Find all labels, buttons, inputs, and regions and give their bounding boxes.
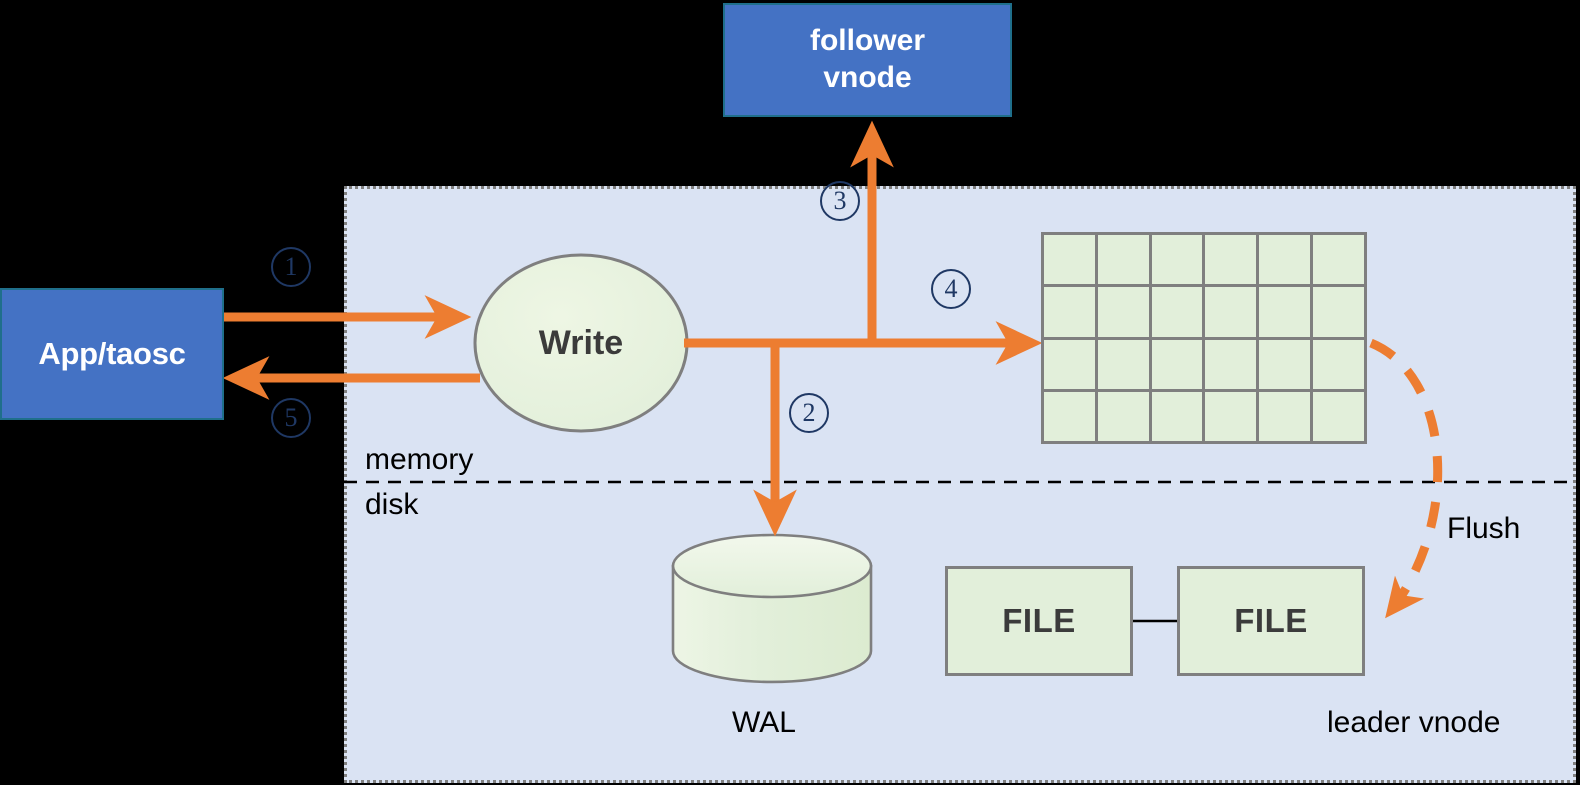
follower-vnode-label: follower vnode: [810, 23, 925, 96]
memtable-cell: [1151, 339, 1203, 389]
file-box-2-label: FILE: [1234, 602, 1308, 639]
memtable-cell: [1044, 391, 1095, 441]
follower-vnode-box[interactable]: follower vnode: [723, 3, 1012, 117]
memtable-cell: [1205, 235, 1257, 285]
memtable-cell: [1313, 235, 1364, 285]
disk-label: disk: [365, 488, 419, 521]
memtable-cell: [1151, 235, 1203, 285]
memtable-cell: [1259, 339, 1311, 389]
memtable-cell: [1151, 287, 1203, 337]
follower-vnode-label-line2: vnode: [823, 61, 912, 94]
memtable-grid[interactable]: [1041, 232, 1367, 444]
memtable-cell: [1151, 391, 1203, 441]
step-badge-5: 5: [271, 398, 311, 438]
memtable-cell: [1313, 287, 1364, 337]
memtable-cell: [1044, 339, 1095, 389]
wal-label: WAL: [732, 706, 796, 739]
step-badge-1: 1: [271, 247, 311, 287]
memtable-cell: [1044, 287, 1095, 337]
step-badge-4: 4: [931, 269, 971, 309]
follower-vnode-label-line1: follower: [809, 24, 925, 58]
memtable-cell: [1205, 339, 1257, 389]
memtable-cell: [1097, 339, 1149, 389]
memtable-cell: [1097, 287, 1149, 337]
app-taosc-box[interactable]: App/taosc: [0, 288, 224, 420]
memtable-cell: [1313, 391, 1364, 441]
memtable-cell: [1044, 235, 1095, 285]
memtable-cell: [1097, 391, 1149, 441]
memtable-cell: [1259, 235, 1311, 285]
memtable-cell: [1205, 391, 1257, 441]
flush-label: Flush: [1447, 512, 1521, 545]
file-box-2[interactable]: FILE: [1177, 566, 1365, 676]
memory-label: memory: [365, 443, 474, 476]
leader-vnode-label: leader vnode: [1327, 706, 1501, 739]
write-ellipse: [473, 253, 689, 433]
memtable-cell: [1313, 339, 1364, 389]
memtable-cell: [1205, 287, 1257, 337]
memtable-cell: [1097, 235, 1149, 285]
file-box-1[interactable]: FILE: [945, 566, 1133, 676]
memtable-cell: [1259, 287, 1311, 337]
step-badge-3: 3: [820, 181, 860, 221]
wal-cylinder: [671, 533, 873, 684]
step-badge-2: 2: [789, 393, 829, 433]
app-taosc-label: App/taosc: [38, 336, 186, 371]
memtable-cell: [1259, 391, 1311, 441]
flow-flush-to-file: [1369, 338, 1443, 619]
file-box-1-label: FILE: [1002, 602, 1076, 639]
